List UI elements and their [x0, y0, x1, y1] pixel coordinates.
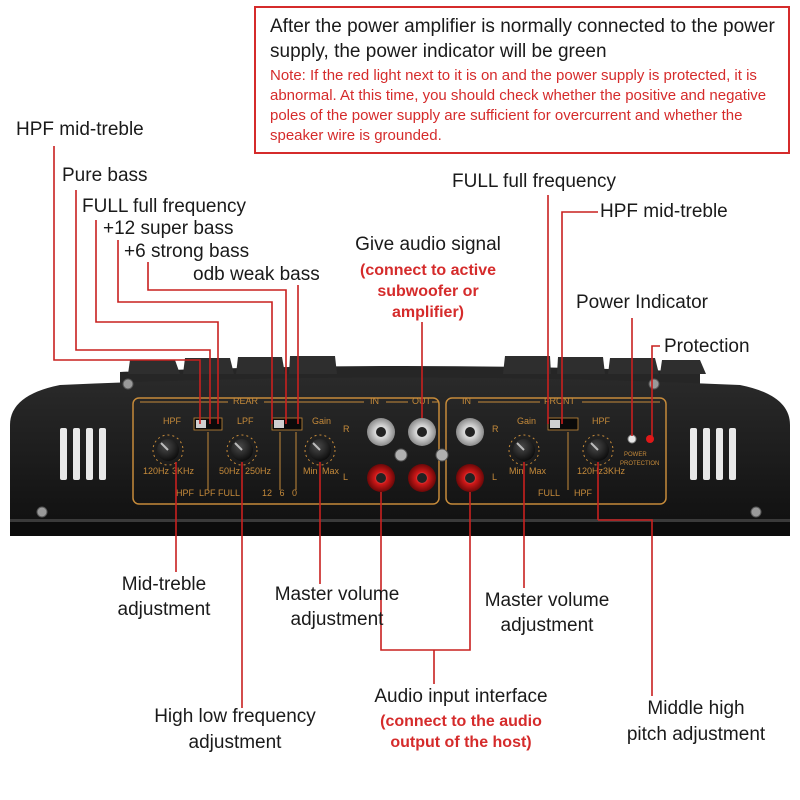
leader-lines — [53, 146, 660, 708]
panel-front-hpf-bottom-label: HPF — [574, 488, 593, 498]
rear-lpf-knob[interactable] — [226, 434, 258, 466]
center-screw — [394, 448, 408, 462]
label-audio-note-2: output of the host) — [390, 734, 532, 751]
center-screw-2 — [435, 448, 449, 462]
panel-front-label: FRONT — [544, 396, 575, 406]
rca-out-right-white-2[interactable] — [408, 418, 436, 446]
panel-front-r-label: R — [492, 424, 499, 434]
rear-bass-boost-switch[interactable] — [271, 417, 303, 431]
panel-protection-label: PROTECTION — [620, 461, 659, 467]
note-box: After the power amplifier is normally co… — [254, 6, 790, 154]
protection-led — [646, 435, 654, 443]
rca-in-front-left-red[interactable] — [456, 464, 484, 492]
rear-hpf-knob[interactable] — [152, 434, 184, 466]
panel-front-gain-label: Gain — [517, 416, 536, 426]
rca-out-left-red-2[interactable] — [408, 464, 436, 492]
right-vent-slots — [690, 428, 736, 480]
panel-in-label: IN — [370, 396, 379, 406]
label-give-audio-note-1: (connect to active — [359, 262, 497, 279]
panel-r-label: R — [343, 424, 350, 434]
panel-min-label: Min — [303, 466, 318, 476]
rca-in-front-right-white[interactable] — [456, 418, 484, 446]
label-give-audio-signal: Give audio signal — [355, 234, 501, 255]
panel-gain-label: Gain — [312, 416, 331, 426]
panel-hpf-label: HPF — [163, 416, 182, 426]
panel-rear-label: REAR — [233, 396, 259, 406]
panel-front-hpf-label: HPF — [592, 416, 611, 426]
label-right-full-frequency: FULL full frequency — [452, 171, 617, 192]
panel-front-120hz-label: 120Hz — [577, 466, 604, 476]
label-master-left-2: adjustment — [290, 609, 384, 630]
label-audio-input: Audio input interface — [374, 686, 548, 707]
label-audio-note-1: (connect to the audio — [380, 713, 542, 730]
note-box-note: Note: If the red light next to it is on … — [270, 67, 767, 144]
label-give-audio-note-2: subwoofer or — [377, 283, 479, 300]
label-middle-high-1: Middle high — [647, 698, 745, 719]
label-power-indicator: Power Indicator — [576, 292, 709, 313]
panel-front-max-label: Max — [529, 466, 547, 476]
panel-front-in-label: IN — [462, 396, 471, 406]
panel-50hz-label: 50Hz — [219, 466, 241, 476]
label-odb-weak-bass: odb weak bass — [193, 264, 320, 285]
panel-db-scale-label: 12 6 0 — [262, 488, 297, 498]
rca-out-right-white[interactable] — [367, 418, 395, 446]
rear-filter-switch[interactable] — [193, 417, 223, 431]
label-mid-treble-1: Mid-treble — [121, 574, 207, 595]
label-middle-high-2: pitch adjustment — [626, 724, 766, 745]
panel-l-label: L — [343, 472, 348, 482]
note-box-title: After the power amplifier is normally co… — [270, 16, 775, 62]
panel-front-l-label: L — [492, 472, 497, 482]
label-protection: Protection — [664, 336, 750, 357]
label-plus12-super-bass: +12 super bass — [103, 218, 234, 239]
front-hpf-knob[interactable] — [582, 434, 614, 466]
chassis-screws — [36, 378, 762, 518]
label-high-low-1: High low frequency — [154, 706, 316, 727]
label-master-right-2: adjustment — [500, 615, 594, 636]
label-plus6-strong-bass: +6 strong bass — [124, 241, 250, 262]
panel-power-label: POWER — [624, 452, 647, 458]
label-mid-treble-2: adjustment — [117, 599, 211, 620]
label-pure-bass: Pure bass — [62, 165, 148, 186]
rca-out-left-red[interactable] — [367, 464, 395, 492]
power-led — [627, 434, 637, 444]
label-master-right-1: Master volume — [484, 590, 610, 611]
panel-front-full-label: FULL — [538, 488, 560, 498]
panel-max-label: Max — [322, 466, 340, 476]
label-hpf-mid-treble: HPF mid-treble — [16, 119, 144, 140]
panel-3khz-label: 3KHz — [172, 466, 195, 476]
front-gain-knob[interactable] — [508, 434, 540, 466]
panel-lpf-label: LPF — [237, 416, 254, 426]
label-full-frequency: FULL full frequency — [82, 196, 247, 217]
label-high-low-2: adjustment — [188, 732, 282, 753]
panel-120hz-label: 120Hz — [143, 466, 170, 476]
label-master-left-1: Master volume — [274, 584, 400, 605]
label-right-hpf-mid-treble: HPF mid-treble — [600, 201, 728, 222]
left-vent-slots — [60, 428, 106, 480]
front-filter-switch[interactable] — [547, 417, 579, 431]
panel-front-3khz-label: 3KHz — [603, 466, 626, 476]
rear-gain-knob[interactable] — [304, 434, 336, 466]
panel-250hz-label: 250Hz — [245, 466, 272, 476]
panel-front-min-label: Min — [509, 466, 524, 476]
panel-hpf-lpf-full-label: HPF LPF FULL — [176, 488, 240, 498]
label-give-audio-note-3: amplifier) — [391, 304, 464, 321]
